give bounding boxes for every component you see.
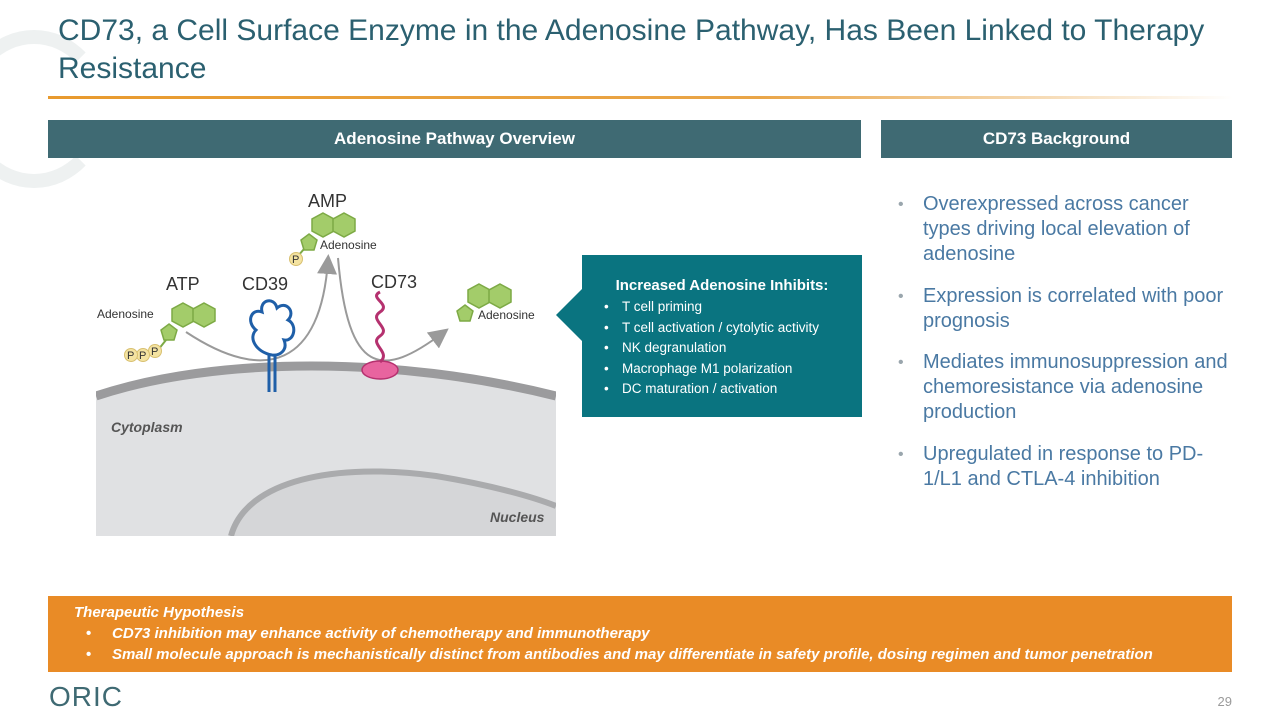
cytoplasm-label: Cytoplasm: [111, 419, 183, 435]
slide-title: CD73, a Cell Surface Enzyme in the Adeno…: [58, 14, 1205, 85]
list-item: T cell activation / cytolytic activity: [596, 318, 819, 339]
atp-label: ATP: [166, 274, 200, 294]
amp-phosphate: [289, 252, 303, 266]
svg-text:P: P: [139, 350, 146, 362]
amp-molecule: [300, 212, 356, 251]
list-item: T cell priming: [596, 297, 819, 318]
title-underline: [48, 96, 1233, 99]
list-item: Macrophage M1 polarization: [596, 359, 819, 380]
adenosine-out-label: Adenosine: [478, 308, 535, 322]
cd73-background-list: Overexpressed across cancer types drivin…: [898, 192, 1228, 508]
svg-text:ORIC: ORIC: [49, 681, 123, 712]
cd73-protein: [361, 290, 399, 380]
list-item: Expression is correlated with poor progn…: [898, 284, 1228, 334]
callout-list: T cell priming T cell activation / cytol…: [596, 297, 819, 400]
atp-to-amp-arrow: [185, 254, 338, 362]
adenosine-pathway-diagram: Cytoplasm Nucleus P P P Adenosine ATP CD…: [96, 191, 556, 536]
hypothesis-list: CD73 inhibition may enhance activity of …: [86, 624, 1153, 665]
list-item: Overexpressed across cancer types drivin…: [898, 192, 1228, 267]
list-item: DC maturation / activation: [596, 379, 819, 400]
page-number: 29: [1217, 694, 1232, 709]
amp-to-adenosine-arrow: [337, 257, 449, 362]
list-item: Small molecule approach is mechanistical…: [86, 645, 1153, 666]
list-item: CD73 inhibition may enhance activity of …: [86, 624, 1153, 645]
oric-logo: ORIC: [49, 681, 123, 712]
adenosine-molecule: [456, 283, 512, 322]
callout-pointer: [556, 287, 584, 343]
therapeutic-hypothesis-box: Therapeutic Hypothesis CD73 inhibition m…: [48, 596, 1232, 672]
svg-text:P: P: [292, 254, 299, 266]
list-item: Upregulated in response to PD-1/L1 and C…: [898, 442, 1228, 492]
svg-text:P: P: [127, 350, 134, 362]
cd39-protein: [249, 299, 296, 392]
adenosine-atp-label: Adenosine: [97, 307, 154, 321]
header-cd73-background: CD73 Background: [881, 120, 1232, 158]
atp-phosphates: [124, 344, 162, 362]
amp-label: AMP: [308, 191, 347, 211]
cd73-label: CD73: [371, 272, 417, 292]
adenosine-inhibits-callout: Increased Adenosine Inhibits: T cell pri…: [582, 255, 862, 417]
cd39-label: CD39: [242, 274, 288, 294]
cell-membrane: [96, 361, 556, 401]
adenosine-amp-label: Adenosine: [320, 238, 377, 252]
atp-molecule: [160, 302, 216, 341]
callout-title: Increased Adenosine Inhibits:: [615, 277, 829, 294]
header-pathway-overview: Adenosine Pathway Overview: [48, 120, 861, 158]
hypothesis-title: Therapeutic Hypothesis: [74, 604, 245, 621]
nucleus-membrane: [228, 468, 556, 536]
nucleus-shape: [231, 471, 556, 536]
list-item: Mediates immunosuppression and chemoresi…: [898, 350, 1228, 425]
svg-text:P: P: [151, 346, 158, 358]
nucleus-label: Nucleus: [490, 509, 545, 525]
list-item: NK degranulation: [596, 338, 819, 359]
